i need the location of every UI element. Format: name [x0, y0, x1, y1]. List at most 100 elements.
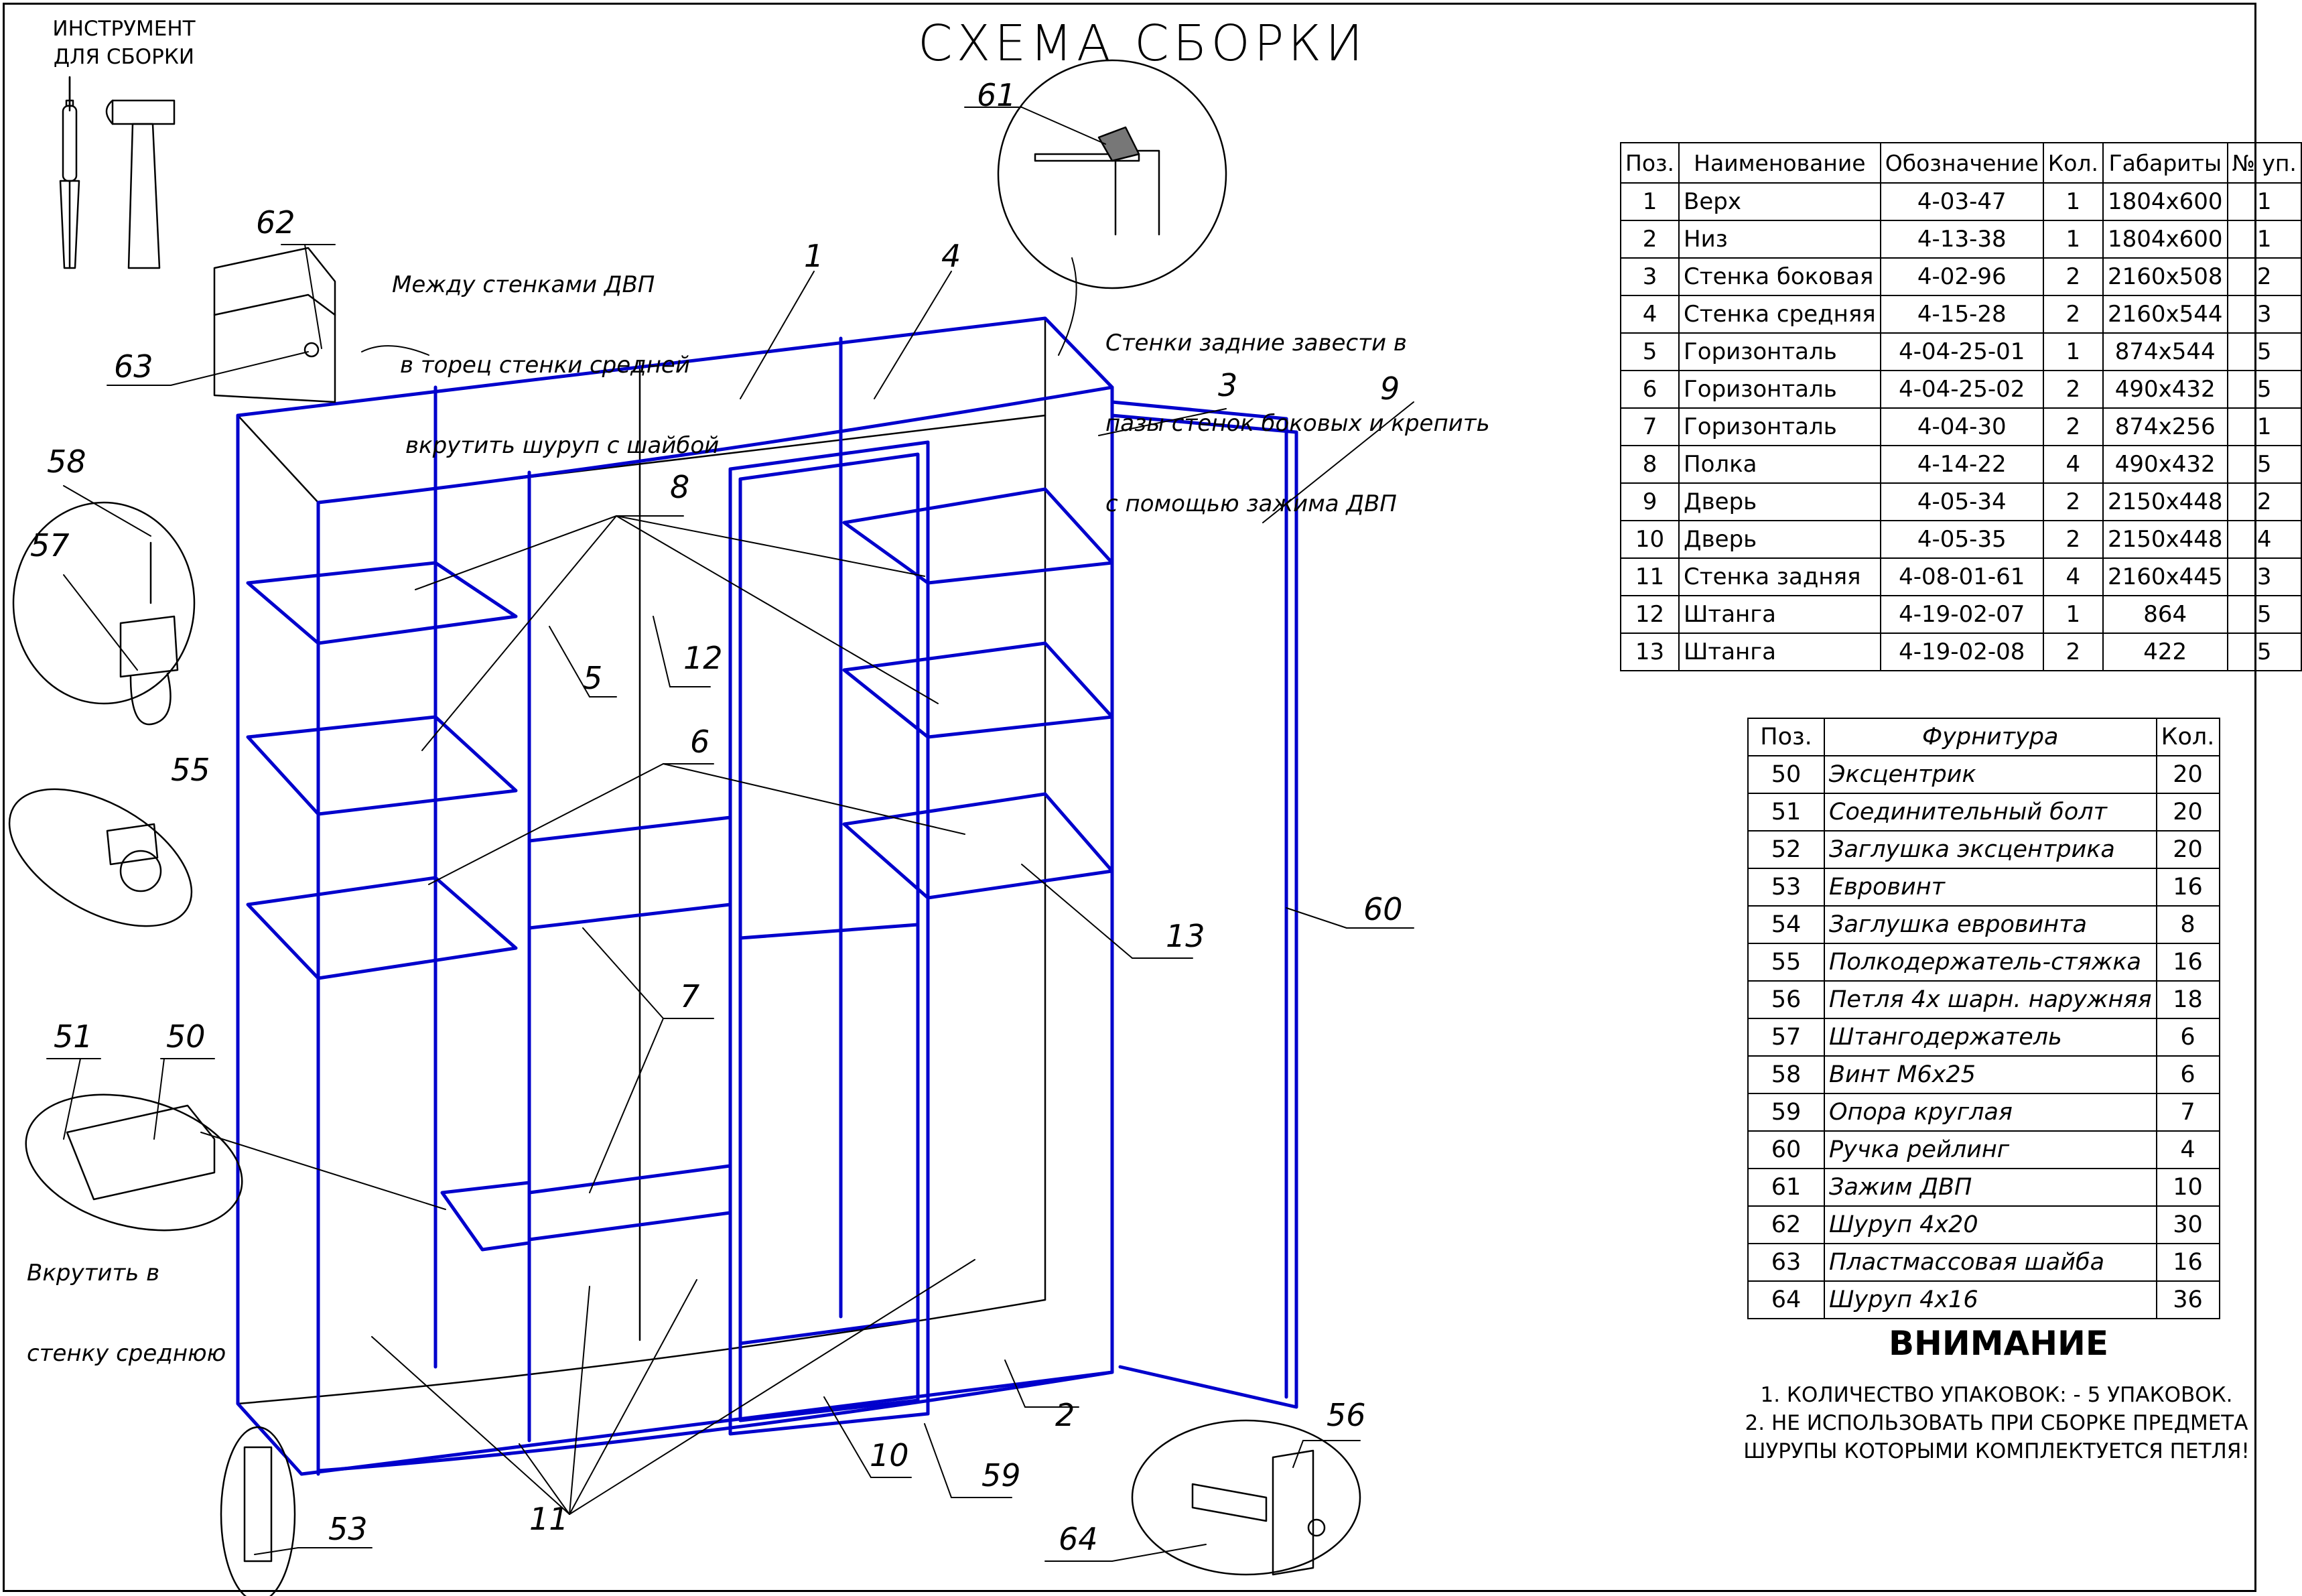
detail-56-64-oval: [1131, 1419, 1361, 1576]
table-cell: Стенка боковая: [1678, 257, 1881, 296]
table-cell: 16: [2155, 943, 2220, 982]
table-cell: 3: [2226, 295, 2302, 334]
tools-label-line1: ИНСТРУМЕНТ: [52, 17, 196, 41]
table-cell: 5: [2226, 370, 2302, 409]
table-cell: 5: [2226, 633, 2302, 671]
table-cell: 16: [2155, 1243, 2220, 1282]
table-cell: 11: [1619, 557, 1680, 596]
table-cell: 36: [2155, 1280, 2220, 1319]
parts-col-pack: № уп.: [2226, 142, 2302, 184]
table-cell: 2: [2042, 520, 2104, 559]
callout-10: 10: [870, 1437, 909, 1473]
table-cell: 5: [2226, 595, 2302, 634]
table-cell: 7: [1619, 407, 1680, 446]
table-cell: Горизонталь: [1678, 332, 1881, 371]
detail-51-50-oval: [25, 1093, 243, 1232]
table-cell: Винт М6х25: [1824, 1055, 2157, 1094]
table-cell: 864: [2102, 595, 2228, 634]
table-cell: 2: [1619, 220, 1680, 259]
table-cell: 4-02-96: [1879, 257, 2044, 296]
callout-50: 50: [166, 1018, 206, 1055]
callout-5: 5: [583, 660, 603, 696]
table-cell: 20: [2155, 830, 2220, 869]
table-cell: 58: [1747, 1055, 1825, 1094]
detail-61-circle: [997, 59, 1227, 289]
table-cell: 1: [2042, 595, 2104, 634]
table-cell: 1: [1619, 182, 1680, 221]
table-cell: 56: [1747, 980, 1825, 1019]
table-cell: 2160х544: [2102, 295, 2228, 334]
note-screw-line2: стенку среднюю: [27, 1340, 226, 1367]
table-cell: 61: [1747, 1168, 1825, 1207]
table-cell: 62: [1747, 1205, 1825, 1244]
callout-61: 61: [977, 77, 1016, 113]
panel-edges-highlight: [236, 316, 1298, 1476]
table-cell: 4-05-35: [1879, 520, 2044, 559]
table-cell: 2: [2226, 257, 2302, 296]
table-cell: 2160х445: [2102, 557, 2228, 596]
callout-2: 2: [1055, 1397, 1075, 1433]
table-cell: 1: [2042, 332, 2104, 371]
screwdriver-icon: [59, 76, 80, 269]
table-cell: 51: [1747, 793, 1825, 832]
page-title: СХЕМА СБОРКИ: [918, 15, 1367, 72]
table-cell: 4-05-34: [1879, 482, 2044, 521]
table-cell: 4-08-01-61: [1879, 557, 2044, 596]
callout-55: 55: [171, 752, 210, 788]
callout-9: 9: [1380, 371, 1400, 407]
hw-col-pos: Поз.: [1747, 718, 1825, 756]
leader-lines: [46, 107, 1414, 1562]
callout-6: 6: [690, 724, 710, 760]
table-cell: 1: [2042, 220, 2104, 259]
table-cell: 874х544: [2102, 332, 2228, 371]
table-cell: Эксцентрик: [1824, 755, 2157, 794]
table-cell: Ручка рейлинг: [1824, 1130, 2157, 1169]
table-cell: 490х432: [2102, 370, 2228, 409]
table-cell: 57: [1747, 1018, 1825, 1057]
table-cell: Опора круглая: [1824, 1093, 2157, 1132]
attention-line1: 1. КОЛИЧЕСТВО УПАКОВОК: - 5 УПАКОВОК.: [1760, 1383, 2233, 1407]
table-cell: 2: [2226, 482, 2302, 521]
table-cell: 9: [1619, 482, 1680, 521]
callout-51: 51: [54, 1018, 93, 1055]
table-cell: 54: [1747, 905, 1825, 944]
table-cell: Шуруп 4х20: [1824, 1205, 2157, 1244]
table-cell: Штанга: [1678, 595, 1881, 634]
table-cell: Горизонталь: [1678, 407, 1881, 446]
tools-label-line2: ДЛЯ СБОРКИ: [53, 45, 195, 69]
table-cell: 5: [2226, 332, 2302, 371]
table-cell: 2160х508: [2102, 257, 2228, 296]
detail-53-oval: [220, 1426, 296, 1596]
table-cell: 2150х448: [2102, 482, 2228, 521]
table-cell: 1804х600: [2102, 182, 2228, 221]
table-cell: 4: [2155, 1130, 2220, 1169]
table-cell: Штангодержатель: [1824, 1018, 2157, 1057]
table-cell: 63: [1747, 1243, 1825, 1282]
callout-7: 7: [680, 978, 700, 1014]
table-cell: 3: [2226, 557, 2302, 596]
table-cell: 1: [2226, 220, 2302, 259]
callout-53: 53: [328, 1511, 368, 1547]
table-cell: 4: [2042, 445, 2104, 484]
hw-col-qty: Кол.: [2155, 718, 2220, 756]
note-back-walls-line3: с помощью зажима ДВП: [1105, 490, 1397, 517]
table-cell: 60: [1747, 1130, 1825, 1169]
tools-label: ИНСТРУМЕНТ ДЛЯ СБОРКИ: [47, 15, 201, 71]
callout-56: 56: [1327, 1397, 1366, 1433]
attention-heading: ВНИМАНИЕ: [1888, 1324, 2109, 1363]
table-cell: 422: [2102, 633, 2228, 671]
